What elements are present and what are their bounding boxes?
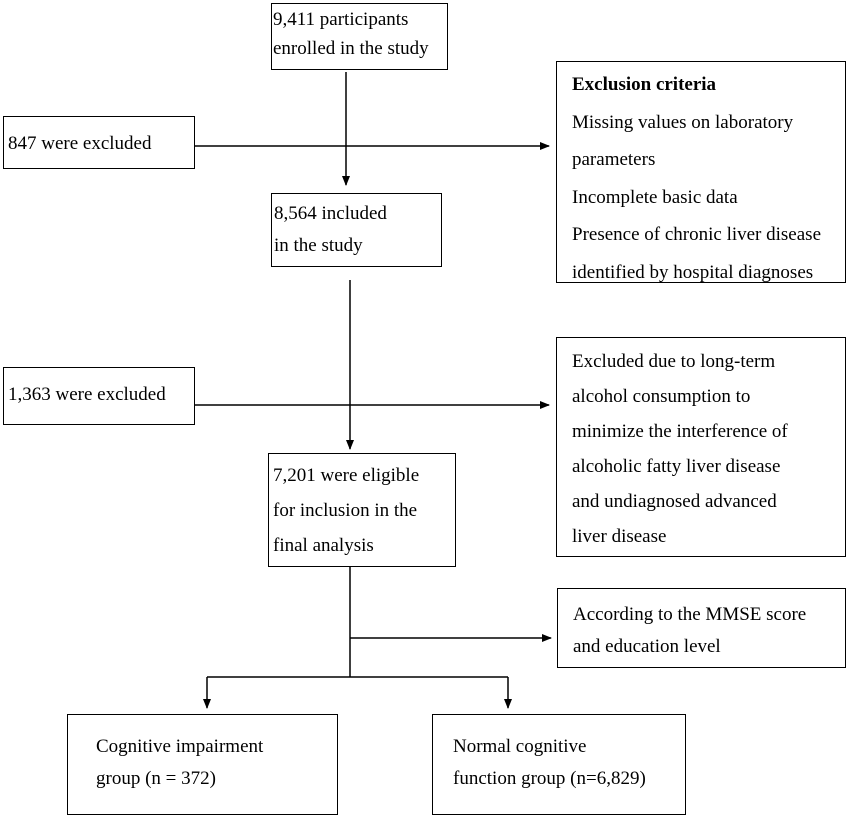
excluded-1363-box: 1,363 were excluded [3, 367, 195, 425]
cognitive-impairment-line-2: group (n = 372) [96, 768, 216, 789]
exclusion-criterion-1: Missing values on laboratory [572, 111, 794, 133]
excluded-1363-label: 1,363 were excluded [8, 384, 166, 405]
enrolled-line-1: 9,411 participants [273, 9, 409, 30]
enrolled-box: 9,411 participants enrolled in the study [271, 3, 448, 70]
eligible-box: 7,201 were eligible for inclusion in the… [268, 453, 456, 567]
alcohol-reason-line-1: Excluded due to long-term [572, 351, 776, 372]
included-line-2: in the study [274, 235, 363, 256]
normal-cognitive-box: Normal cognitive function group (n=6,829… [432, 714, 686, 815]
exclusion-criteria-title: Exclusion criteria [572, 74, 717, 95]
alcohol-reason-line-4: alcoholic fatty liver disease [572, 456, 781, 477]
eligible-line-1: 7,201 were eligible [273, 465, 420, 486]
excluded-847-box: 847 were excluded [3, 116, 195, 169]
cognitive-impairment-line-1: Cognitive impairment [96, 736, 264, 757]
exclusion-criterion-3-cont: identified by hospital diagnoses [572, 261, 814, 283]
alcohol-reason-line-2: alcohol consumption to [572, 386, 751, 407]
alcohol-reason-line-3: minimize the interference of [572, 421, 788, 442]
included-box: 8,564 included in the study [271, 193, 442, 267]
alcohol-reason-line-5: and undiagnosed advanced [572, 491, 777, 512]
alcohol-exclusion-box: Excluded due to long-term alcohol consum… [556, 337, 846, 557]
included-line-1: 8,564 included [274, 203, 387, 224]
normal-cognitive-line-2: function group (n=6,829) [453, 768, 646, 789]
mmse-line-1: According to the MMSE score [573, 604, 807, 625]
alcohol-reason-line-6: liver disease [572, 526, 667, 547]
eligible-line-3: final analysis [273, 535, 374, 556]
exclusion-criterion-1-cont: parameters [572, 149, 656, 170]
normal-cognitive-line-1: Normal cognitive [453, 736, 587, 757]
exclusion-criteria-box: Exclusion criteria Missing values on lab… [556, 61, 846, 283]
excluded-847-label: 847 were excluded [8, 133, 152, 154]
eligible-line-2: for inclusion in the [273, 500, 418, 521]
mmse-line-2: and education level [573, 636, 721, 657]
mmse-criteria-box: According to the MMSE score and educatio… [557, 588, 846, 668]
cognitive-impairment-box: Cognitive impairment group (n = 372) [67, 714, 338, 815]
exclusion-criterion-3: Presence of chronic liver disease [572, 224, 822, 245]
exclusion-criterion-2: Incomplete basic data [572, 186, 738, 208]
enrolled-line-2: enrolled in the study [273, 38, 429, 59]
